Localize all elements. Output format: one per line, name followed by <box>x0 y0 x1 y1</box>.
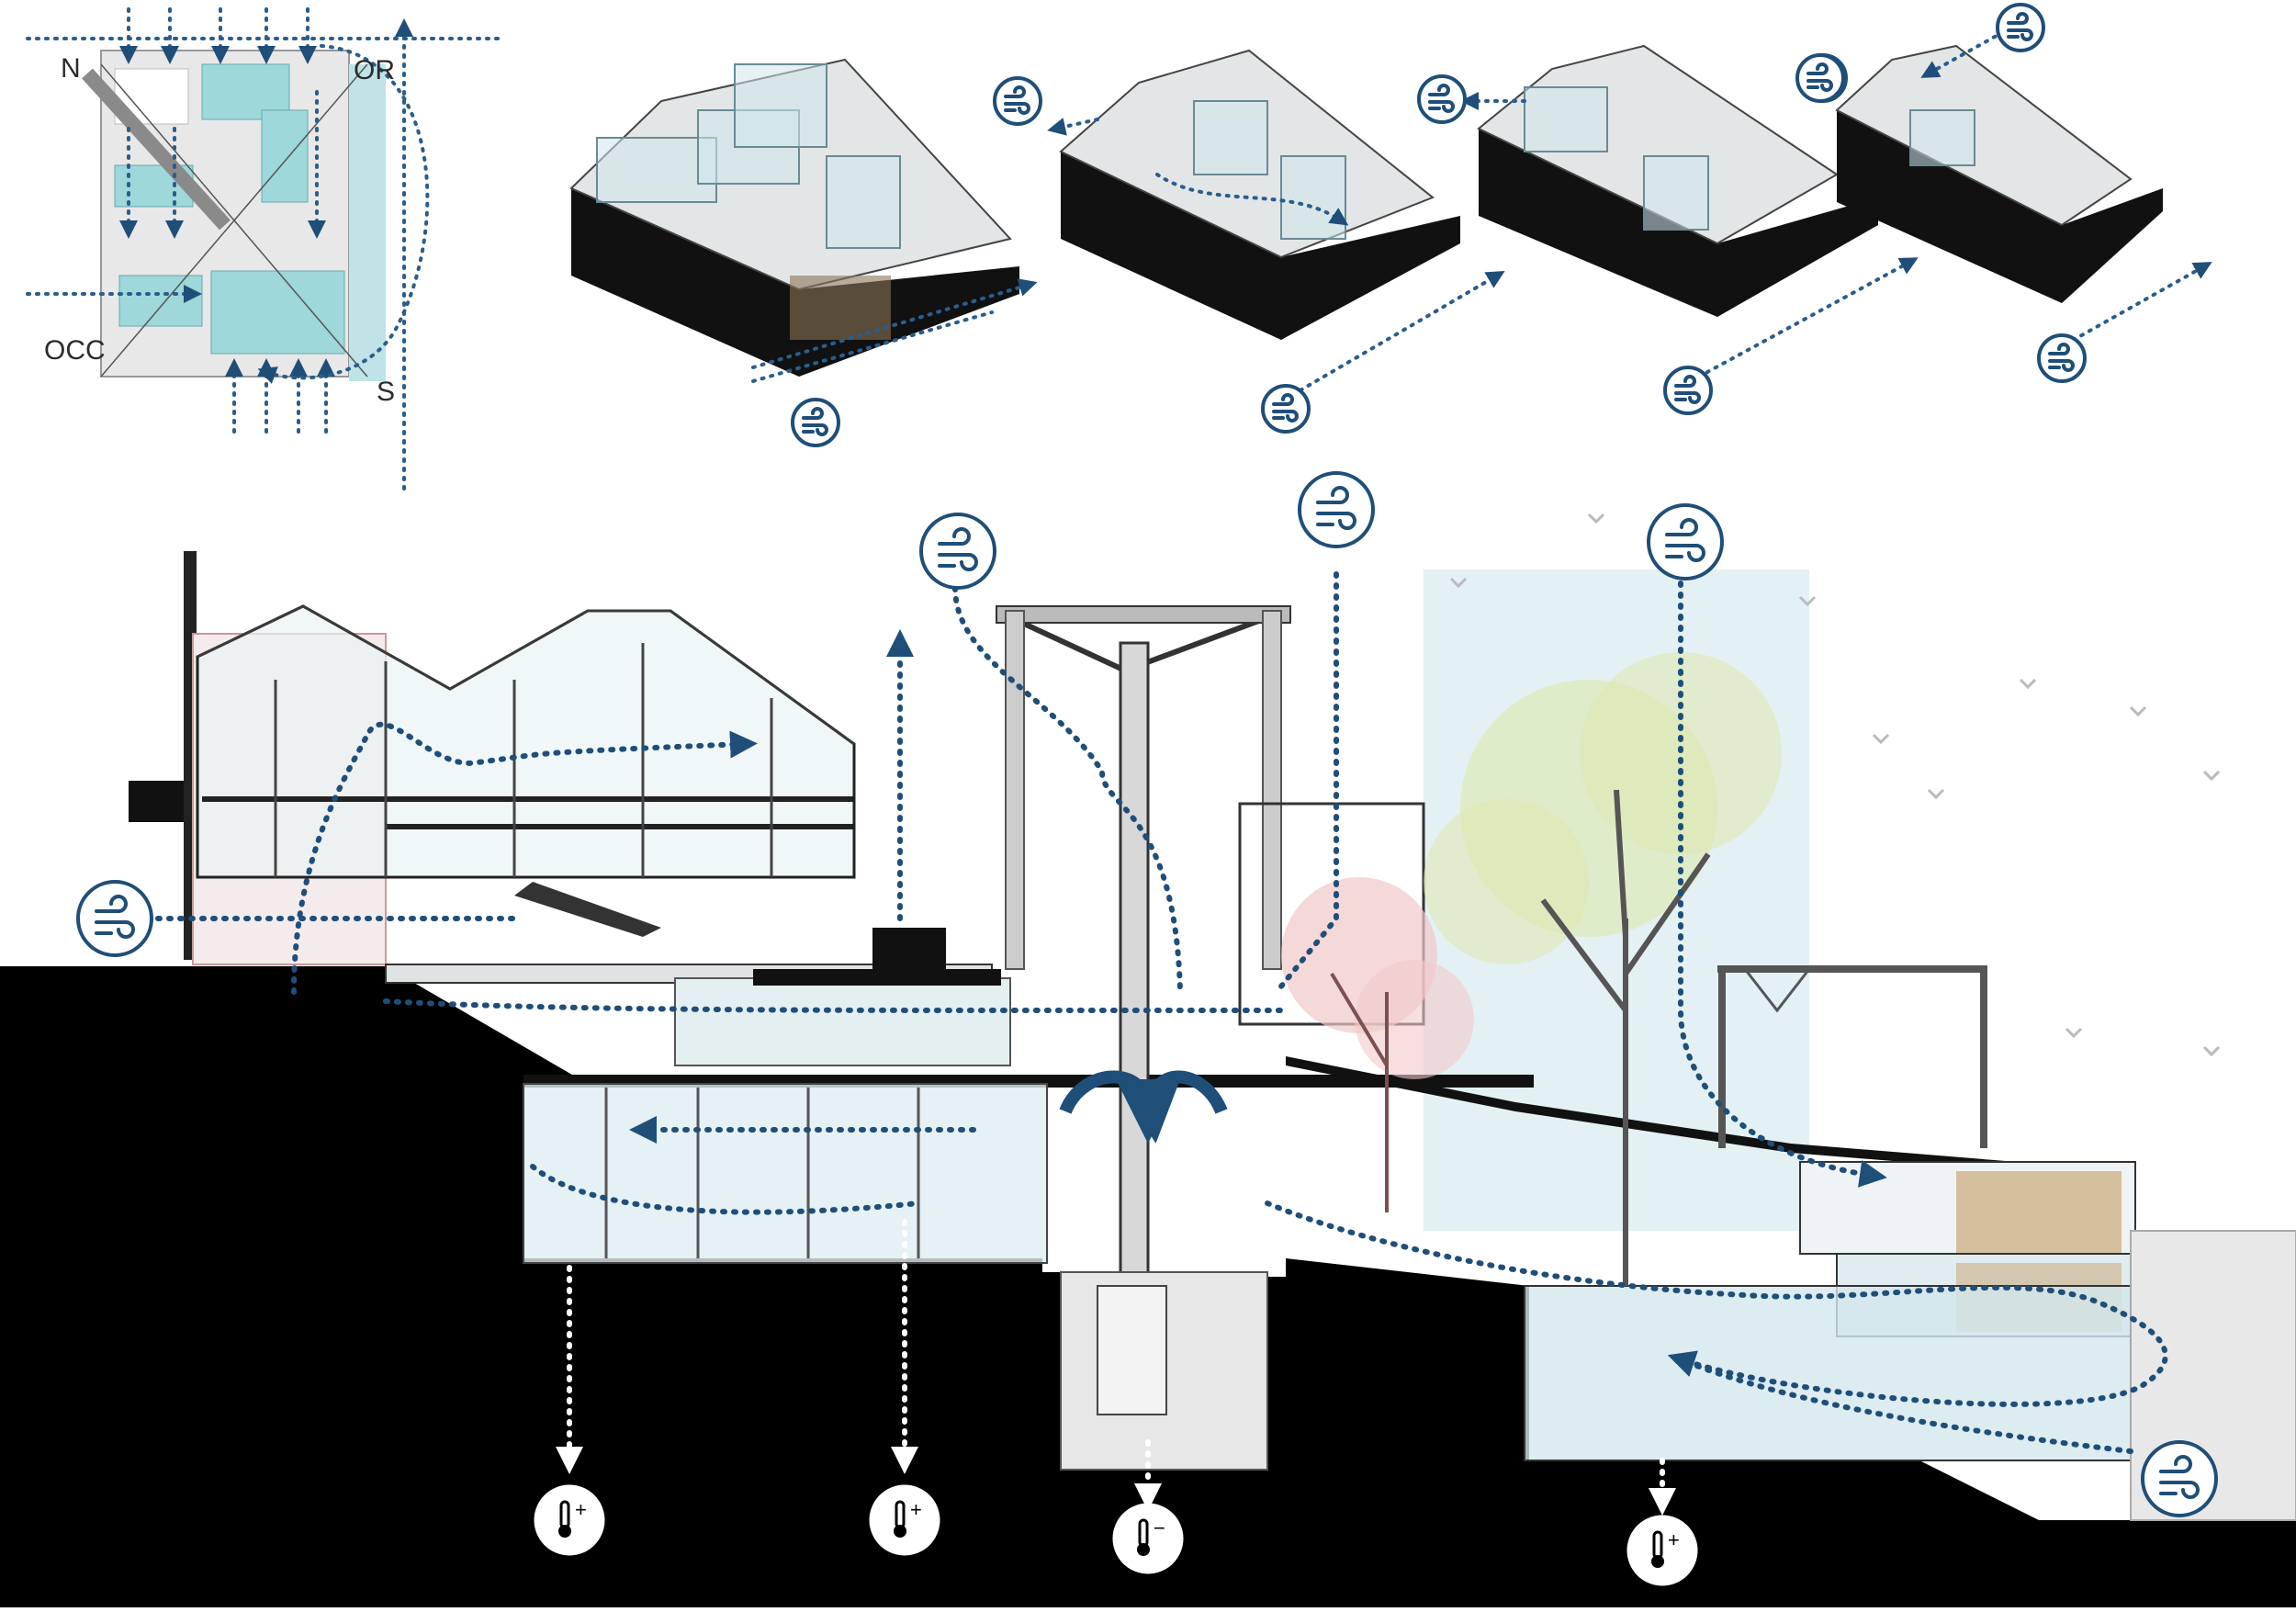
wind-icon <box>1663 366 1713 415</box>
thermo-plus-symbol: + <box>1668 1528 1680 1551</box>
thermo-plus-symbol: + <box>910 1498 922 1521</box>
airflow-mid-level <box>383 998 1289 1013</box>
axo-wind-badges <box>791 3 2087 447</box>
wind-icon <box>1417 74 1467 124</box>
chimney-recirculation-right <box>1117 1070 1228 1144</box>
thermometer-plus-icon: + <box>1626 1515 1698 1586</box>
wind-icon <box>919 513 996 590</box>
thermometer-plus-icon: + <box>534 1484 605 1556</box>
plan-orientation-bar <box>82 68 231 231</box>
airflow-terrace-loop <box>1265 1201 2168 1407</box>
airflow-lower-loop <box>530 1164 921 1215</box>
thermo-plus-symbol: + <box>575 1498 587 1521</box>
axonometric-2 <box>1047 49 1505 406</box>
thermometer-badges: + + − + <box>534 1484 1698 1586</box>
wind-icon <box>1261 384 1311 434</box>
airflow-paths <box>144 571 2168 1516</box>
wind-icon <box>993 76 1042 126</box>
axonometric-4 <box>1835 26 2212 351</box>
section-wind-badges <box>76 471 2218 1517</box>
thermometer-plus-icon: + <box>869 1484 940 1556</box>
wind-icon <box>76 880 153 957</box>
axonometric-3 <box>1460 44 1919 378</box>
site-plan <box>26 7 502 498</box>
mid-levels <box>385 928 1534 1264</box>
wind-icon <box>2141 1440 2218 1517</box>
plan-glass-roof-d <box>118 275 203 327</box>
airflow-pavilion-loop <box>291 721 758 995</box>
airflow-chimney-left <box>952 585 1183 995</box>
wind-icon <box>2037 333 2087 383</box>
wind-icon <box>1795 53 1845 103</box>
section-drawing <box>0 551 2296 1607</box>
thermometer-minus-icon: − <box>1112 1503 1184 1574</box>
birds <box>1449 513 2221 1057</box>
wind-icon <box>791 398 840 447</box>
ventilation-chimney <box>995 605 1425 1471</box>
airflow-southeast-inlet <box>1678 1357 2133 1454</box>
wind-icon <box>1996 3 2045 52</box>
airflow-tree-path <box>1678 581 1887 1188</box>
wind-icon <box>1298 471 1375 548</box>
plan-courtyard-strip <box>349 64 386 381</box>
wind-icon <box>1647 503 1724 581</box>
plan-label-south: S <box>377 377 396 407</box>
plan-glass-roof-b <box>261 109 309 203</box>
tree-red <box>1281 877 1474 1212</box>
plan-label-or: OR <box>354 55 395 85</box>
plan-label-north: N <box>61 53 81 84</box>
axonometric-1 <box>569 58 1038 383</box>
plan-label-occ: OCC <box>44 335 106 366</box>
airflow-chimney-right <box>1274 571 1339 995</box>
glass-roof-pavilion <box>196 604 856 937</box>
thermo-minus-symbol: − <box>1154 1516 1165 1539</box>
right-terraces <box>1286 965 2296 1521</box>
plan-glass-roof-e <box>210 270 345 355</box>
plan-airflow-arrows <box>26 7 502 498</box>
